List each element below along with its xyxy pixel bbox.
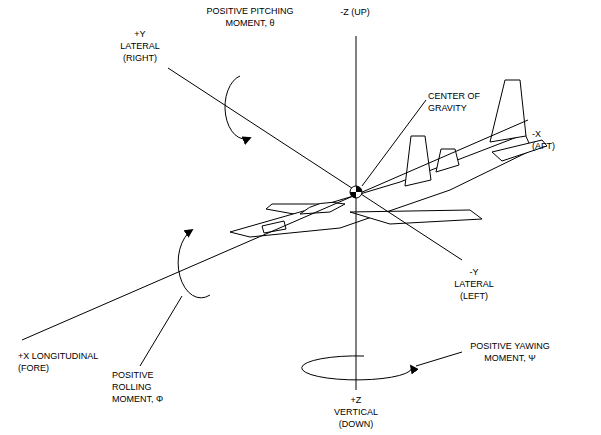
axis-label: +X LONGITUDINAL (FORE) [18, 350, 100, 374]
fuselage [230, 134, 532, 237]
roll-arrow [178, 230, 210, 298]
axis-label: POSITIVE ROLLING MOMENT, Φ [112, 369, 166, 405]
axis-label: -Z (UP) [340, 6, 370, 18]
near-wing [350, 210, 482, 224]
pitch-arrow [225, 76, 250, 139]
leader-line [416, 352, 462, 366]
x-axis [22, 120, 528, 340]
axis-label: POSITIVE YAWING MOMENT, Ψ [462, 340, 558, 364]
axis-label: +Z VERTICAL (DOWN) [332, 394, 380, 430]
leader-line [140, 296, 182, 366]
yaw-arrow [302, 356, 412, 380]
axis-label: -X (AFT) [532, 128, 564, 152]
vertical-fin [405, 136, 431, 186]
axis-label: -Y LATERAL (LEFT) [450, 266, 498, 302]
leader-line [362, 100, 426, 186]
y-axis [168, 68, 462, 260]
z-axis [356, 36, 357, 390]
cg-symbol [350, 186, 362, 198]
axis-label: CENTER OF GRAVITY [428, 90, 486, 114]
canopy [300, 202, 345, 214]
axis-label: POSITIVE PITCHING MOMENT, θ [200, 5, 300, 29]
axis-label: +Y LATERAL (RIGHT) [116, 28, 164, 64]
vertical-fin [436, 149, 459, 172]
tail-fin [490, 80, 526, 142]
